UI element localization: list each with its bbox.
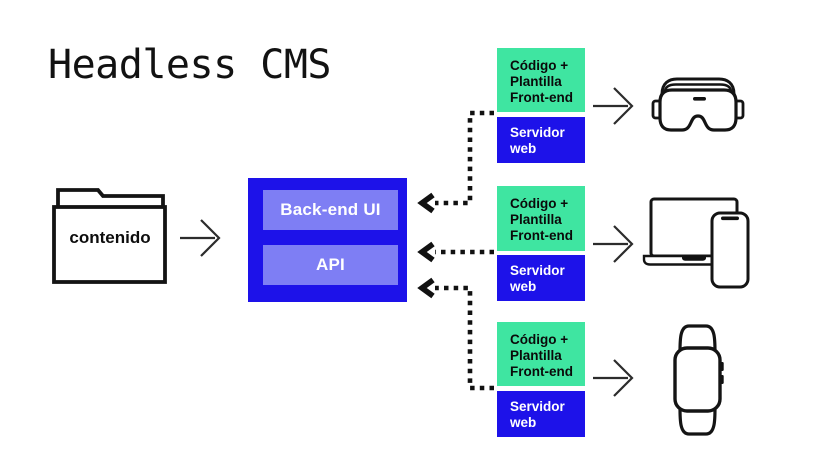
api-label: API — [316, 255, 345, 274]
arrow-right-icon — [593, 225, 634, 263]
server-box-2: Servidor web — [497, 255, 585, 301]
server-box-3: Servidor web — [497, 391, 585, 437]
backend-ui-label: Back-end UI — [280, 200, 381, 219]
backend-ui-box: Back-end UI — [263, 190, 398, 230]
vr-headset-icon — [651, 77, 745, 132]
frontend-box-2: Código + Plantilla Front-end — [497, 186, 585, 251]
laptop-and-phone-icon — [642, 197, 750, 289]
api-box: API — [263, 245, 398, 285]
arrow-right-icon — [593, 359, 634, 397]
arrow-right-icon — [180, 219, 221, 257]
arrow-right-icon — [593, 87, 634, 125]
smartwatch-icon — [673, 324, 724, 436]
server-box-1: Servidor web — [497, 117, 585, 163]
dotted-arrow-left-icon — [417, 110, 494, 391]
frontend-box-3: Código + Plantilla Front-end — [497, 322, 585, 386]
cms-box: Back-end UI API — [248, 178, 407, 302]
frontend-box-1: Código + Plantilla Front-end — [497, 48, 585, 112]
content-folder-label: contenido — [69, 228, 151, 247]
page-title: Headless CMS — [48, 42, 331, 88]
folder-icon — [52, 188, 167, 284]
